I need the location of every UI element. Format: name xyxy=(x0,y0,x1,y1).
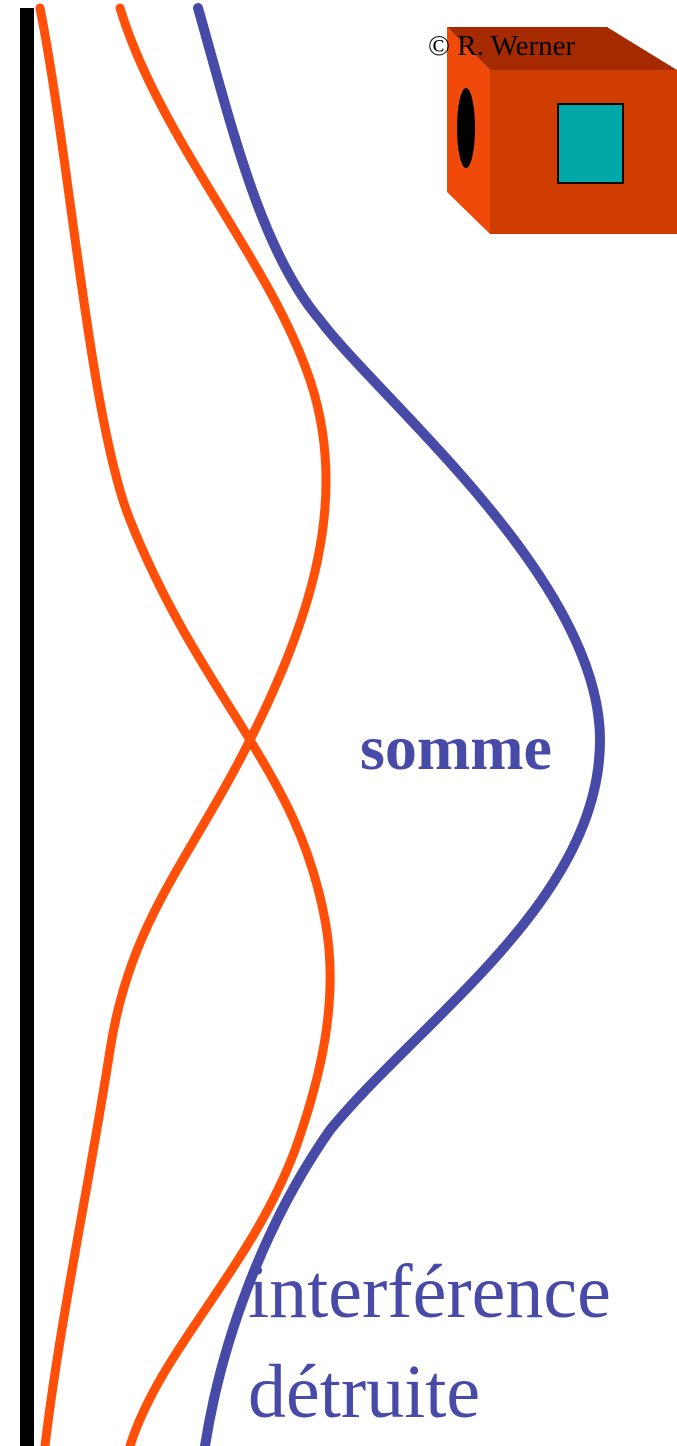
caption-line-2: détruite xyxy=(248,1350,480,1434)
copyright-label: © R. Werner xyxy=(428,28,575,64)
caption-line-1: interférence xyxy=(248,1250,611,1334)
box-window xyxy=(558,104,623,183)
sum-label: somme xyxy=(360,712,552,784)
reflecting-wall xyxy=(20,8,34,1446)
wave-curve-right xyxy=(45,8,326,1446)
speaker-hole xyxy=(457,88,475,168)
